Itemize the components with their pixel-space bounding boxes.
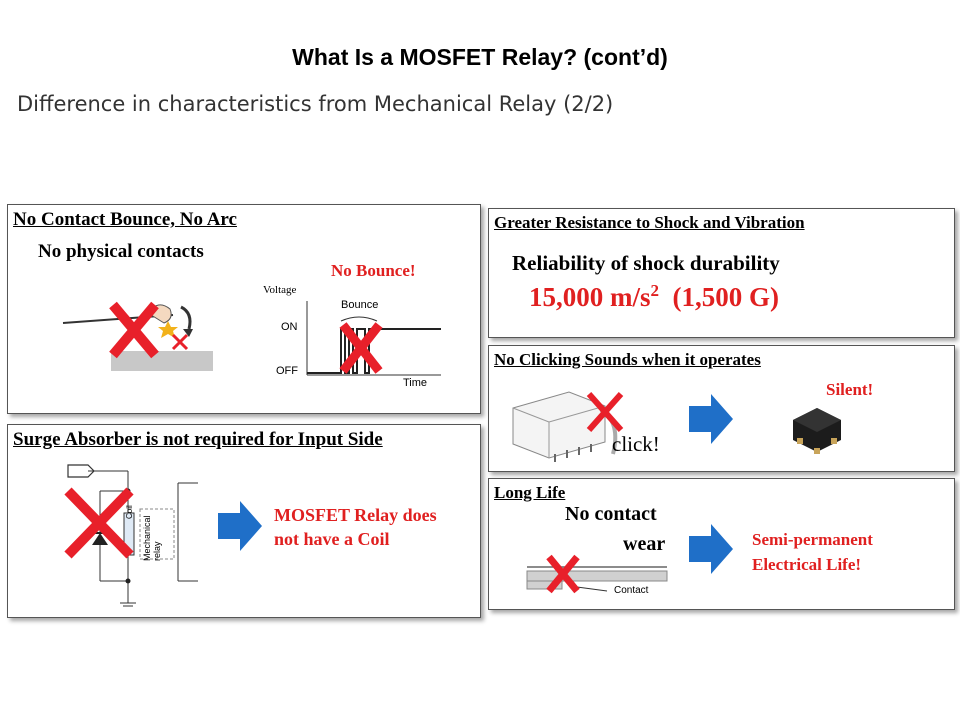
contact-wear-illustration (526, 554, 668, 594)
on-label: ON (281, 321, 298, 333)
click-label: click! (612, 432, 660, 456)
shock-durability-text: Reliability of shock durability (512, 251, 780, 275)
red-x-icon (64, 487, 134, 559)
panel-heading: No Contact Bounce, No Arc (13, 209, 237, 230)
panel-heading: Greater Resistance to Shock and Vibratio… (494, 213, 805, 232)
voltage-axis-label: Voltage (263, 284, 297, 296)
time-label: Time (403, 377, 428, 389)
arrow-right-icon (689, 524, 733, 574)
coil-circuit-diagram (64, 464, 198, 607)
bounce-label: Bounce (341, 299, 379, 311)
red-x-icon (546, 554, 580, 594)
coil-label: Coil (125, 505, 134, 519)
no-contact-text: No contact (565, 503, 657, 525)
panel-shock-resistance: Greater Resistance to Shock and Vibratio… (488, 208, 955, 338)
red-x-icon (586, 392, 624, 432)
diode-icon (92, 533, 108, 545)
arrow-right-icon (689, 394, 733, 444)
panel-no-clicking: No Clicking Sounds when it operates clic… (488, 345, 955, 472)
panel-long-life: Long Life No contact wear Contact Semi-p… (488, 478, 955, 610)
off-label: OFF (276, 365, 298, 377)
contact-base (111, 351, 213, 371)
panel-contact-bounce: No Contact Bounce, No Arc No physical co… (7, 204, 481, 414)
small-red-x-icon (171, 333, 189, 351)
red-x-icon (339, 322, 383, 374)
bounce-waveform-chart (306, 301, 441, 376)
spark-star-icon (158, 321, 178, 338)
panel-heading: No Clicking Sounds when it operates (494, 350, 761, 369)
silent-callout: Silent! (826, 380, 874, 399)
contact-illustration (62, 301, 213, 371)
panel-heading: Long Life (494, 483, 566, 502)
red-x-icon (109, 301, 159, 359)
arrow-right-icon (218, 501, 262, 551)
no-bounce-callout: No Bounce! (331, 261, 416, 280)
no-physical-contacts-text: No physical contacts (38, 241, 204, 262)
contact-label: Contact (614, 585, 649, 596)
arrow-down-icon (183, 329, 193, 337)
panel-surge-absorber: Surge Absorber is not required for Input… (7, 424, 481, 618)
mosfet-relay-chip-image (793, 408, 841, 454)
slide-subtitle: Difference in characteristics from Mecha… (17, 92, 614, 116)
shock-value: 15,000 m/s2 (1,500 G) (529, 281, 779, 312)
slide-title: What Is a MOSFET Relay? (cont’d) (292, 44, 668, 70)
wear-text: wear (623, 533, 666, 555)
panel-heading: Surge Absorber is not required for Input… (13, 429, 383, 450)
mechanical-relay-image (512, 391, 624, 462)
